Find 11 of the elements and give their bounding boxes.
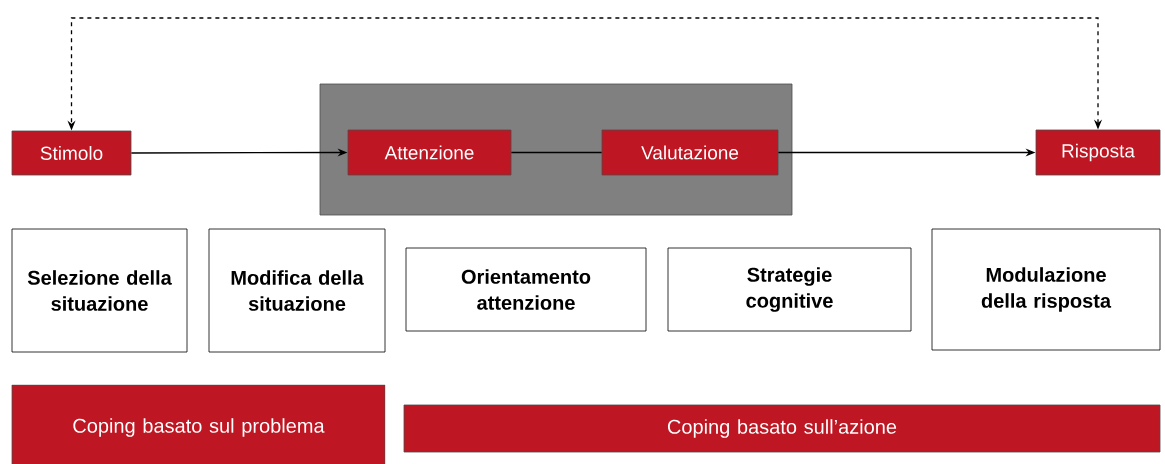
strategy-box: Selezione della situazione [11, 228, 188, 353]
process-box: Valutazione [601, 129, 779, 176]
strategy-box: Modulazione della risposta [931, 228, 1161, 351]
strategy-box: Orientamento attenzione [405, 247, 647, 332]
coping-band: Coping basato sull’azione [403, 404, 1161, 453]
process-box: Stimolo [11, 130, 132, 176]
process-box: Risposta [1035, 129, 1161, 176]
strategy-box: Modifica della situazione [208, 228, 386, 353]
coping-band: Coping basato sul problema [11, 384, 386, 464]
process-box: Attenzione [347, 129, 512, 176]
strategy-box: Strategie cognitive [667, 247, 912, 332]
